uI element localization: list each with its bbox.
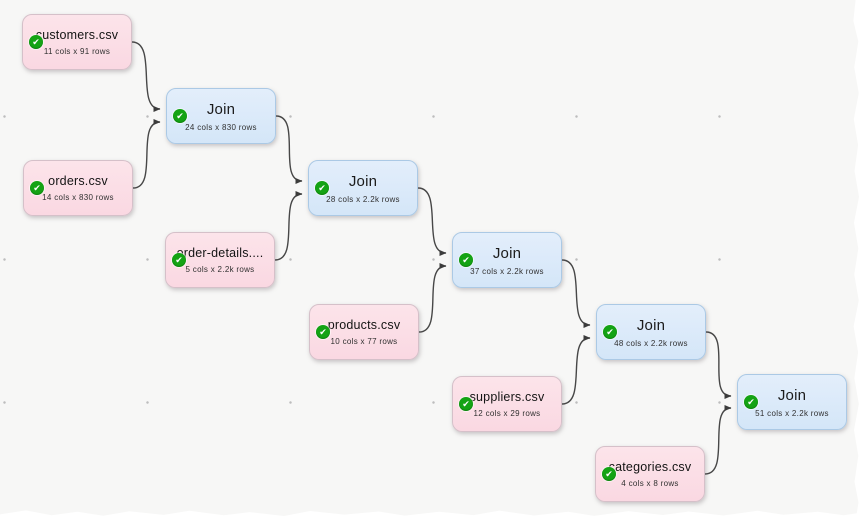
edge-join2-to-join3 (417, 187, 447, 256)
node-stats: 4 cols x 8 rows (621, 479, 679, 488)
node-title: Join (348, 172, 378, 190)
torn-edge-bottom (0, 510, 861, 518)
node-title: categories.csv (608, 460, 692, 474)
node-stats: 11 cols x 91 rows (43, 47, 111, 56)
node-stats: 51 cols x 2.2k rows (755, 408, 829, 418)
edge-products-to-join3 (418, 263, 447, 333)
node-stats: 10 cols x 77 rows (330, 337, 398, 346)
status-ok-icon: ✔ (744, 395, 758, 409)
status-ok-icon: ✔ (459, 397, 473, 411)
status-ok-icon: ✔ (316, 325, 330, 339)
node-join-2[interactable]: ✔ Join 28 cols x 2.2k rows (308, 160, 418, 216)
node-suppliers-csv[interactable]: ✔ suppliers.csv 12 cols x 29 rows (452, 376, 562, 432)
node-stats: 37 cols x 2.2k rows (470, 266, 544, 276)
node-join-5[interactable]: ✔ Join 51 cols x 2.2k rows (737, 374, 847, 430)
edge-orders-to-join1 (132, 119, 161, 189)
node-stats: 14 cols x 830 rows (42, 193, 114, 202)
node-order-details-csv[interactable]: ✔ order-details.... 5 cols x 2.2k rows (165, 232, 275, 288)
status-ok-icon: ✔ (30, 181, 44, 195)
node-stats: 48 cols x 2.2k rows (614, 338, 688, 348)
edge-join3-to-join4 (561, 259, 591, 328)
node-stats: 28 cols x 2.2k rows (326, 194, 400, 204)
status-ok-icon: ✔ (173, 109, 187, 123)
node-categories-csv[interactable]: ✔ categories.csv 4 cols x 8 rows (595, 446, 705, 502)
node-title: Join (206, 100, 236, 118)
torn-edge-right (853, 0, 861, 518)
node-title: order-details.... (176, 246, 264, 260)
edge-customers-to-join1 (131, 41, 161, 112)
node-join-4[interactable]: ✔ Join 48 cols x 2.2k rows (596, 304, 706, 360)
node-title: Join (777, 386, 807, 404)
node-title: products.csv (327, 318, 401, 332)
status-ok-icon: ✔ (172, 253, 186, 267)
node-title: Join (636, 316, 666, 334)
status-ok-icon: ✔ (603, 325, 617, 339)
status-ok-icon: ✔ (602, 467, 616, 481)
edge-orderdetails-to-join2 (274, 191, 303, 261)
node-products-csv[interactable]: ✔ products.csv 10 cols x 77 rows (309, 304, 419, 360)
status-ok-icon: ✔ (29, 35, 43, 49)
node-stats: 24 cols x 830 rows (185, 122, 257, 132)
edge-join4-to-join5 (705, 331, 732, 399)
status-ok-icon: ✔ (315, 181, 329, 195)
edge-categories-to-join5 (704, 405, 732, 475)
node-stats: 12 cols x 29 rows (473, 409, 541, 418)
edge-join1-to-join2 (275, 115, 303, 184)
edge-suppliers-to-join4 (561, 335, 591, 405)
node-join-3[interactable]: ✔ Join 37 cols x 2.2k rows (452, 232, 562, 288)
node-join-1[interactable]: ✔ Join 24 cols x 830 rows (166, 88, 276, 144)
node-stats: 5 cols x 2.2k rows (185, 265, 255, 274)
status-ok-icon: ✔ (459, 253, 473, 267)
node-title: customers.csv (35, 28, 119, 42)
node-title: Join (492, 244, 522, 262)
node-orders-csv[interactable]: ✔ orders.csv 14 cols x 830 rows (23, 160, 133, 216)
node-title: orders.csv (48, 174, 108, 188)
node-title: suppliers.csv (469, 390, 545, 404)
node-customers-csv[interactable]: ✔ customers.csv 11 cols x 91 rows (22, 14, 132, 70)
